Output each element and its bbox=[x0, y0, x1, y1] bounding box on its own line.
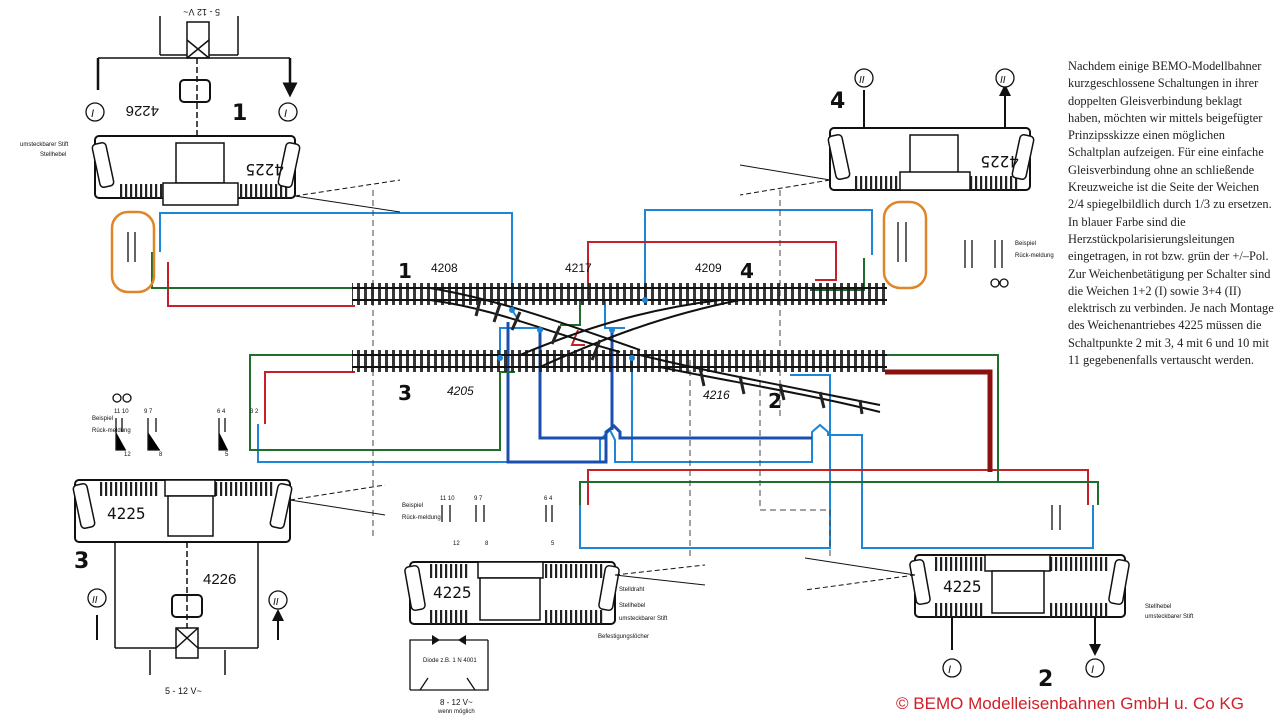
drive-2-label: 4225 bbox=[943, 577, 982, 596]
drive-3-number: 3 bbox=[74, 549, 89, 574]
drive-1-mark-left: I bbox=[91, 108, 94, 120]
drive-3-mark-left: II bbox=[92, 595, 98, 606]
beispiel-left: Beispiel bbox=[92, 416, 113, 422]
drive-2: 4225 Stellhebel umsteckbarer Stift I I 2 bbox=[804, 554, 1194, 692]
track-layout: 1 4208 4217 4209 4 3 4205 4216 2 bbox=[352, 259, 887, 415]
drive-1-stellhebel: Stellhebel bbox=[40, 152, 66, 158]
description-paragraph-1: Nachdem einige BEMO-Modellbahner kurzges… bbox=[1068, 59, 1272, 264]
centre-voltage: 8 - 12 V~ bbox=[440, 698, 473, 707]
terms-centre-1: 11 10 bbox=[440, 496, 455, 502]
switch-number-2: 2 bbox=[768, 389, 782, 413]
terms-left-4: 3 2 bbox=[250, 409, 259, 415]
motor-3-label: 4226 bbox=[203, 571, 236, 588]
drive-centre-stellhebel: Stellhebel bbox=[619, 603, 645, 609]
drive-3-label: 4225 bbox=[107, 504, 146, 523]
drive-4-mark-left: II bbox=[859, 75, 865, 86]
terms-left-2: 9 7 bbox=[144, 409, 153, 415]
highlight-terminal-right bbox=[882, 200, 928, 290]
description-text: Nachdem einige BEMO-Modellbahner kurzges… bbox=[1068, 58, 1274, 369]
drive-centre-label: 4225 bbox=[433, 583, 472, 602]
drive-1-number: 1 bbox=[232, 101, 247, 126]
drive-4-label: 4225 bbox=[980, 152, 1019, 171]
beispiel-right: Beispiel bbox=[1015, 241, 1036, 247]
track-label-4205: 4205 bbox=[447, 384, 474, 398]
terms-left-5: 12 bbox=[124, 452, 131, 458]
drive-4-mark-right: II bbox=[1000, 75, 1006, 86]
highlight-terminal-left bbox=[110, 210, 156, 294]
terms-centre-5: 8 bbox=[485, 541, 489, 547]
drive-3: 4225 3 4226 5 - 12 V~ II II bbox=[72, 479, 386, 696]
guide-lines bbox=[372, 190, 831, 560]
track-label-4209: 4209 bbox=[695, 261, 722, 275]
description-paragraph-2: Zur Weichenbetätigung per Schalter sind … bbox=[1068, 266, 1274, 368]
drive-4-number: 4 bbox=[830, 89, 845, 114]
terms-centre-2: 9 7 bbox=[474, 496, 483, 502]
terms-centre-4: 12 bbox=[453, 541, 460, 547]
track-label-4208: 4208 bbox=[431, 261, 458, 275]
red-pole-wires bbox=[167, 241, 1089, 505]
blue-polarisation-wires bbox=[159, 209, 1094, 549]
drive-2-stift: umsteckbarer Stift bbox=[1145, 614, 1194, 620]
drive-1-voltage: 5 - 12 V~ bbox=[183, 7, 220, 17]
terms-left-6: 8 bbox=[159, 452, 163, 458]
switch-number-1: 1 bbox=[398, 259, 412, 283]
rueckmeldung-left: Rück-meldung bbox=[92, 428, 131, 434]
terms-centre-3: 6 4 bbox=[544, 496, 553, 502]
drive-3-voltage: 5 - 12 V~ bbox=[165, 686, 202, 696]
drive-3-mark-right: II bbox=[273, 597, 279, 608]
switch-number-4: 4 bbox=[740, 259, 754, 283]
red-thick-wire bbox=[885, 369, 993, 472]
terms-left-3: 6 4 bbox=[217, 409, 226, 415]
rueckmeldung-right: Rück-meldung bbox=[1015, 253, 1054, 259]
drive-centre: 4225 Stelldraht Stellhebel umsteckbarer … bbox=[404, 561, 706, 715]
drive-centre-stelldraht: Stelldraht bbox=[619, 587, 645, 593]
motor-1-label: 4226 bbox=[126, 102, 159, 119]
drive-1-mark-right: I bbox=[284, 108, 287, 120]
terms-centre-6: 5 bbox=[551, 541, 555, 547]
terms-left-1: 11 10 bbox=[114, 409, 129, 415]
drive-1-label: 4225 bbox=[245, 160, 284, 179]
drive-4: 4225 II II 4 bbox=[739, 68, 1035, 196]
wires bbox=[151, 209, 1099, 549]
drive-centre-befestigung: Befestigungslöcher bbox=[598, 634, 649, 640]
diode-label: Diode z.B. 1 N 4001 bbox=[423, 658, 477, 664]
copyright-notice: © BEMO Modelleisenbahnen GmbH u. Co KG bbox=[896, 694, 1244, 713]
drive-2-mark-right: I bbox=[1091, 664, 1094, 676]
drive-2-number: 2 bbox=[1038, 667, 1053, 692]
terms-left-7: 5 bbox=[225, 452, 229, 458]
terminal-groups: Beispiel Rück-meldung 11 10 9 7 6 4 3 2 … bbox=[92, 222, 1061, 547]
track-label-4216: 4216 bbox=[703, 388, 730, 402]
rueckmeldung-centre: Rück-meldung bbox=[402, 515, 441, 521]
centre-voltage-note: wenn möglich bbox=[437, 709, 475, 715]
drive-2-mark-left: I bbox=[948, 664, 951, 676]
switch-number-3: 3 bbox=[398, 381, 412, 405]
drive-centre-stift: umsteckbarer Stift bbox=[619, 616, 668, 622]
track-label-4217: 4217 bbox=[565, 261, 592, 275]
drive-2-stellhebel: Stellhebel bbox=[1145, 604, 1171, 610]
beispiel-centre: Beispiel bbox=[402, 503, 423, 509]
drive-1: 4225 5 - 12 V~ 4226 1 I I umsteckbarer S… bbox=[20, 7, 401, 213]
drive-1-stift: umsteckbarer Stift bbox=[20, 142, 69, 148]
